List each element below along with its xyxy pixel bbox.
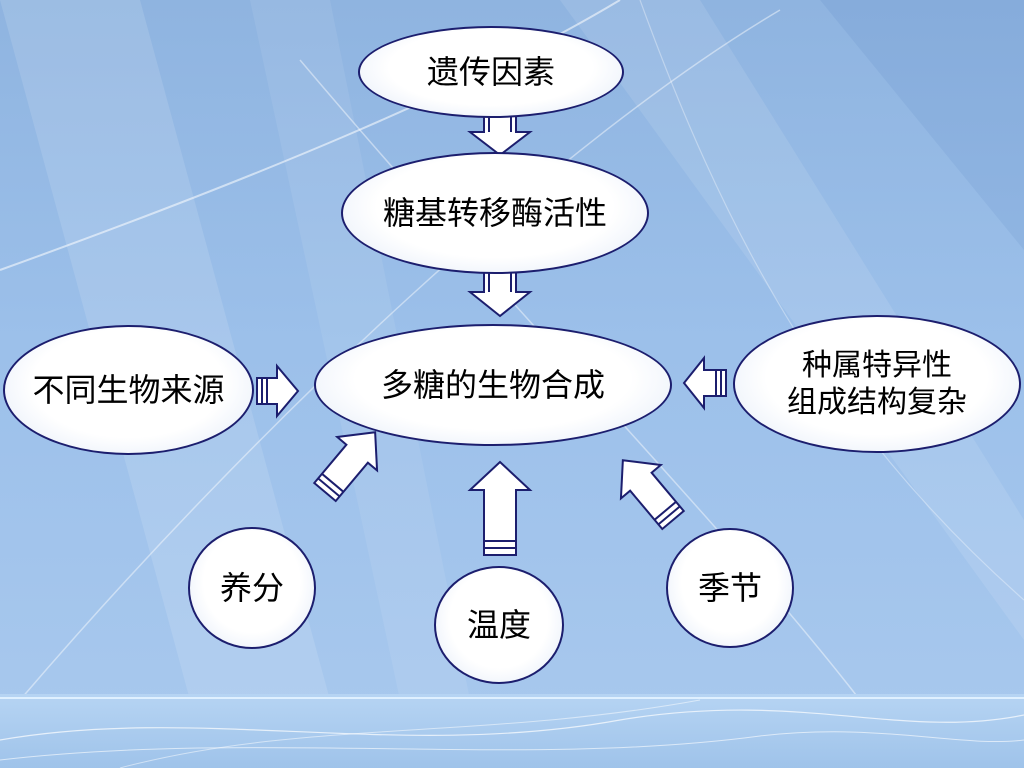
node-nutrition-label: 养分	[219, 569, 284, 607]
node-species-specificity: 种属特异性 组成结构复杂	[733, 315, 1021, 453]
node-polysaccharide-biosynthesis: 多糖的生物合成	[314, 324, 672, 446]
node-species-line-2: 组成结构复杂	[787, 385, 967, 420]
node-glycosyltransferase-activity: 糖基转移酶活性	[341, 152, 649, 274]
node-species-line-1: 种属特异性	[802, 347, 952, 383]
node-biological-source: 不同生物来源	[3, 325, 254, 455]
node-temperature: 温度	[434, 566, 564, 684]
node-biological-source-label: 不同生物来源	[32, 371, 225, 409]
node-genetic-factors: 遗传因素	[358, 26, 624, 118]
node-species-specificity-text: 种属特异性 组成结构复杂	[787, 347, 967, 422]
node-temperature-label: 温度	[466, 606, 531, 644]
node-nutrition: 养分	[188, 527, 316, 649]
node-season: 季节	[666, 528, 794, 648]
node-glycosyltransferase-activity-label: 糖基转移酶活性	[382, 194, 607, 232]
node-genetic-factors-label: 遗传因素	[426, 53, 555, 91]
node-season-label: 季节	[697, 569, 762, 607]
node-polysaccharide-biosynthesis-label: 多糖的生物合成	[380, 366, 605, 404]
